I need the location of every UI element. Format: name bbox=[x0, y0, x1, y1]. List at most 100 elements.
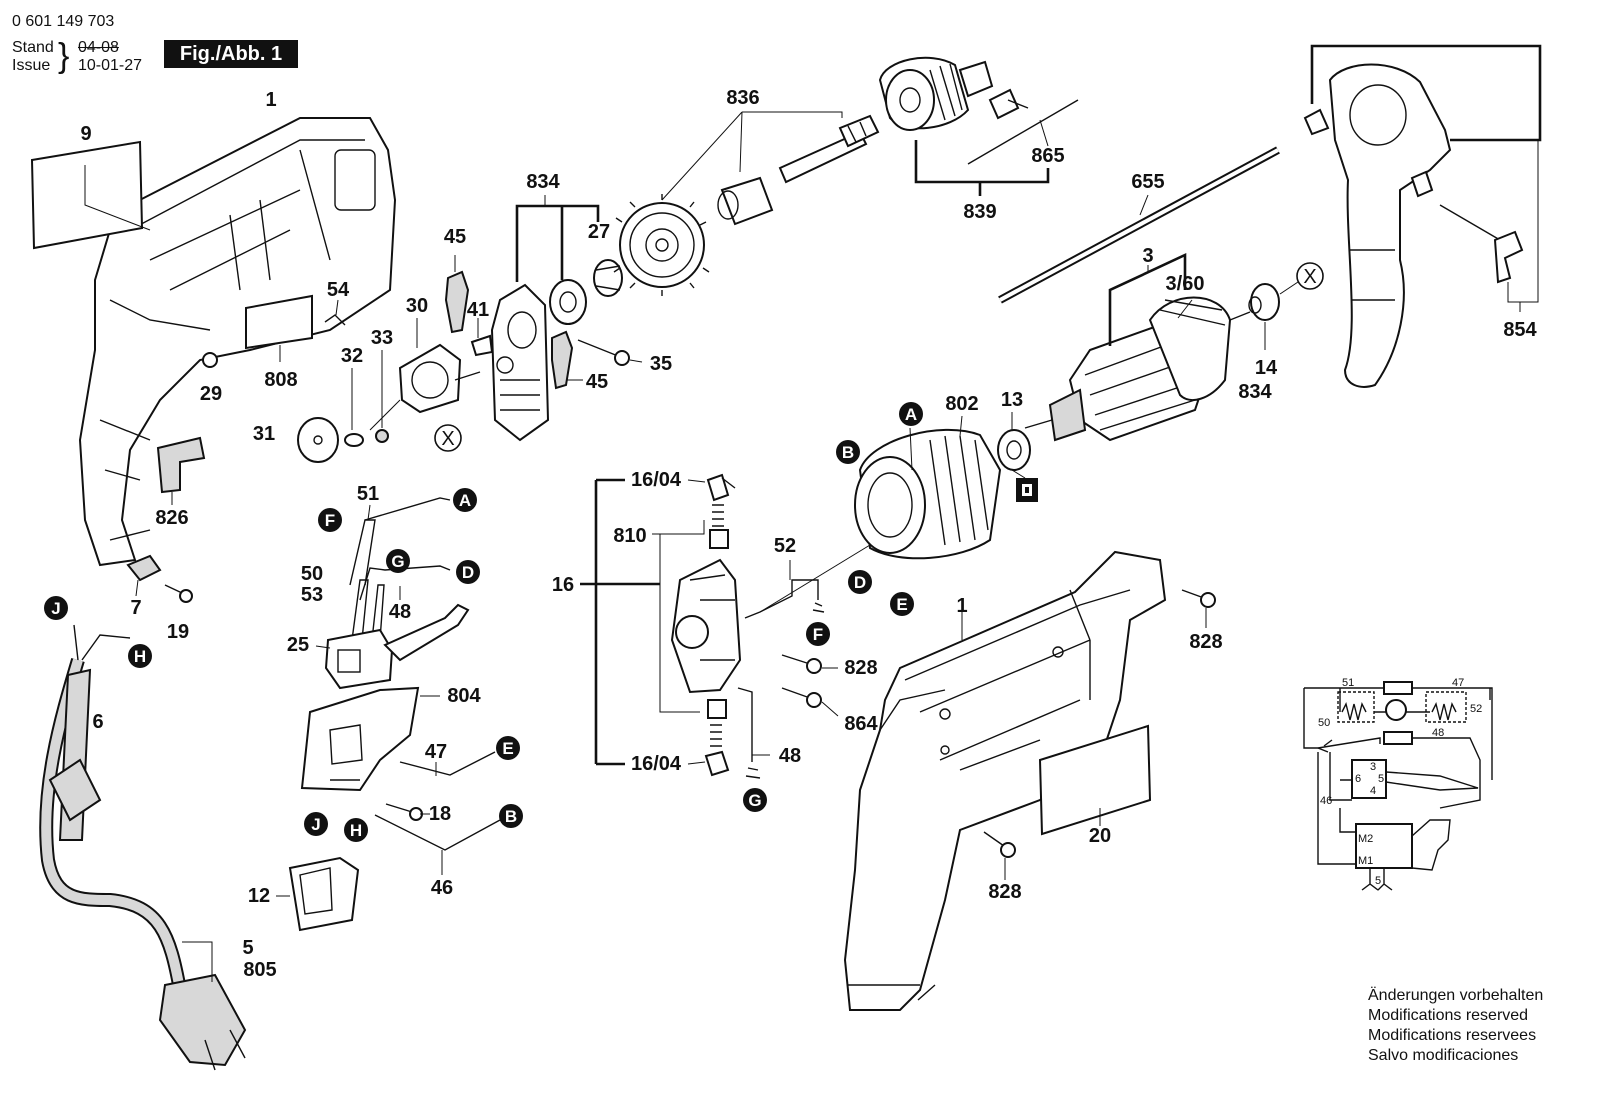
wire-label-46: 46 bbox=[1320, 795, 1332, 807]
connector-g-mid: G bbox=[743, 788, 767, 812]
clip-41 bbox=[470, 334, 494, 357]
label-655: 655 bbox=[1131, 171, 1164, 193]
connector-h-switch: H bbox=[344, 818, 368, 842]
label-16: 16 bbox=[552, 574, 574, 596]
switch-25 bbox=[324, 603, 470, 690]
connector-e-right: E bbox=[890, 592, 914, 616]
svg-text:F: F bbox=[813, 625, 823, 644]
carbon-brush-bottom bbox=[707, 699, 727, 719]
wire-label-48: 48 bbox=[1432, 727, 1444, 739]
terminal-m2: M2 bbox=[1358, 833, 1373, 845]
label-828-b: 828 bbox=[1189, 631, 1222, 653]
svg-text:J: J bbox=[51, 599, 60, 618]
label-854: 854 bbox=[1503, 319, 1537, 341]
connector-a-left: A bbox=[453, 488, 477, 512]
wire-f bbox=[349, 519, 376, 586]
label-14: 14 bbox=[1255, 357, 1278, 379]
drill-spindle bbox=[778, 114, 880, 184]
svg-text:H: H bbox=[350, 821, 362, 840]
clip-54 bbox=[324, 314, 346, 326]
wires-53 bbox=[351, 579, 385, 641]
label-864: 864 bbox=[844, 713, 878, 735]
label-48-mid: 48 bbox=[779, 745, 801, 767]
svg-text:X: X bbox=[1303, 266, 1316, 288]
svg-text:G: G bbox=[391, 552, 404, 571]
label-16-04-bottom: 16/04 bbox=[631, 753, 682, 775]
switch-cover-804 bbox=[300, 686, 420, 792]
label-19: 19 bbox=[167, 621, 189, 643]
terminal-5: 5 bbox=[1378, 773, 1384, 785]
connector-d-left: D bbox=[456, 560, 480, 584]
label-836: 836 bbox=[726, 87, 759, 109]
modifications-notice: Änderungen vorbehalten Modifications res… bbox=[1368, 986, 1543, 1066]
screw-828-b bbox=[1181, 589, 1216, 608]
power-cord bbox=[39, 624, 247, 1071]
screw-828-a bbox=[781, 654, 822, 674]
spring-bottom bbox=[710, 724, 722, 747]
label-33: 33 bbox=[371, 327, 393, 349]
wire-label-47: 47 bbox=[1452, 677, 1464, 689]
wire-label-52: 52 bbox=[1470, 703, 1482, 715]
svg-text:B: B bbox=[505, 807, 517, 826]
svg-text:J: J bbox=[311, 815, 320, 834]
label-828-c: 828 bbox=[988, 881, 1021, 903]
connector-a-top: A bbox=[899, 402, 923, 426]
connector-f-left: F bbox=[318, 508, 342, 532]
stand-value: 04-08 bbox=[78, 39, 119, 56]
connector-j-cord: J bbox=[44, 596, 68, 620]
connector-d-right: D bbox=[848, 570, 872, 594]
svg-text:B: B bbox=[842, 443, 854, 462]
label-828-a: 828 bbox=[844, 657, 877, 679]
washer-31 bbox=[297, 417, 339, 463]
label-20: 20 bbox=[1089, 825, 1111, 847]
label-7: 7 bbox=[130, 597, 141, 619]
label-50: 50 bbox=[301, 563, 323, 585]
label-plate-808 bbox=[245, 294, 313, 350]
spring-strip-45-bottom bbox=[551, 330, 574, 390]
terminal-m1: M1 bbox=[1358, 855, 1373, 867]
label-30: 30 bbox=[406, 295, 428, 317]
cord-guard-826 bbox=[156, 436, 206, 494]
stand-label: Stand bbox=[12, 39, 54, 56]
wire-51 bbox=[364, 497, 451, 521]
svg-text:X: X bbox=[441, 428, 454, 450]
label-45-bottom: 45 bbox=[586, 371, 608, 393]
screw-19 bbox=[164, 584, 193, 603]
label-51: 51 bbox=[357, 483, 379, 505]
terminal-4: 4 bbox=[1370, 785, 1376, 797]
connector-x-left: X bbox=[434, 424, 462, 452]
wire-47 bbox=[399, 751, 496, 776]
label-41: 41 bbox=[467, 299, 489, 321]
auxiliary-handle bbox=[1303, 63, 1524, 388]
label-839: 839 bbox=[963, 201, 996, 223]
label-27: 27 bbox=[588, 221, 610, 243]
connector-j-switch: J bbox=[304, 812, 328, 836]
screw-828-c bbox=[983, 831, 1016, 858]
label-54: 54 bbox=[327, 279, 350, 301]
connector-f-mid: F bbox=[806, 622, 830, 646]
bearing-13 bbox=[997, 429, 1031, 471]
brush-holder-plate bbox=[670, 558, 742, 694]
spring-top bbox=[712, 504, 724, 527]
wire-48-mid bbox=[737, 687, 753, 762]
brush-clip-bottom bbox=[704, 750, 730, 777]
label-5: 5 bbox=[242, 937, 253, 959]
svg-text:E: E bbox=[502, 739, 513, 758]
spring-strip-45-top bbox=[444, 270, 470, 334]
connector-b-top: B bbox=[836, 440, 860, 464]
modifications-fr: Modifications reservees bbox=[1368, 1027, 1537, 1044]
label-29: 29 bbox=[200, 383, 222, 405]
connector-x-right: X bbox=[1296, 262, 1324, 290]
spur-gear bbox=[613, 194, 710, 296]
wire-46 bbox=[374, 814, 501, 851]
bearing-ring bbox=[549, 279, 587, 325]
screw-35 bbox=[577, 339, 630, 366]
label-48-left: 48 bbox=[389, 601, 411, 623]
modifications-de: Änderungen vorbehalten bbox=[1368, 987, 1544, 1004]
label-12: 12 bbox=[248, 885, 270, 907]
svg-text:E: E bbox=[896, 595, 907, 614]
label-52: 52 bbox=[774, 535, 796, 557]
bearing-14 bbox=[1248, 283, 1280, 321]
svg-text:F: F bbox=[325, 511, 335, 530]
svg-text:G: G bbox=[748, 791, 761, 810]
